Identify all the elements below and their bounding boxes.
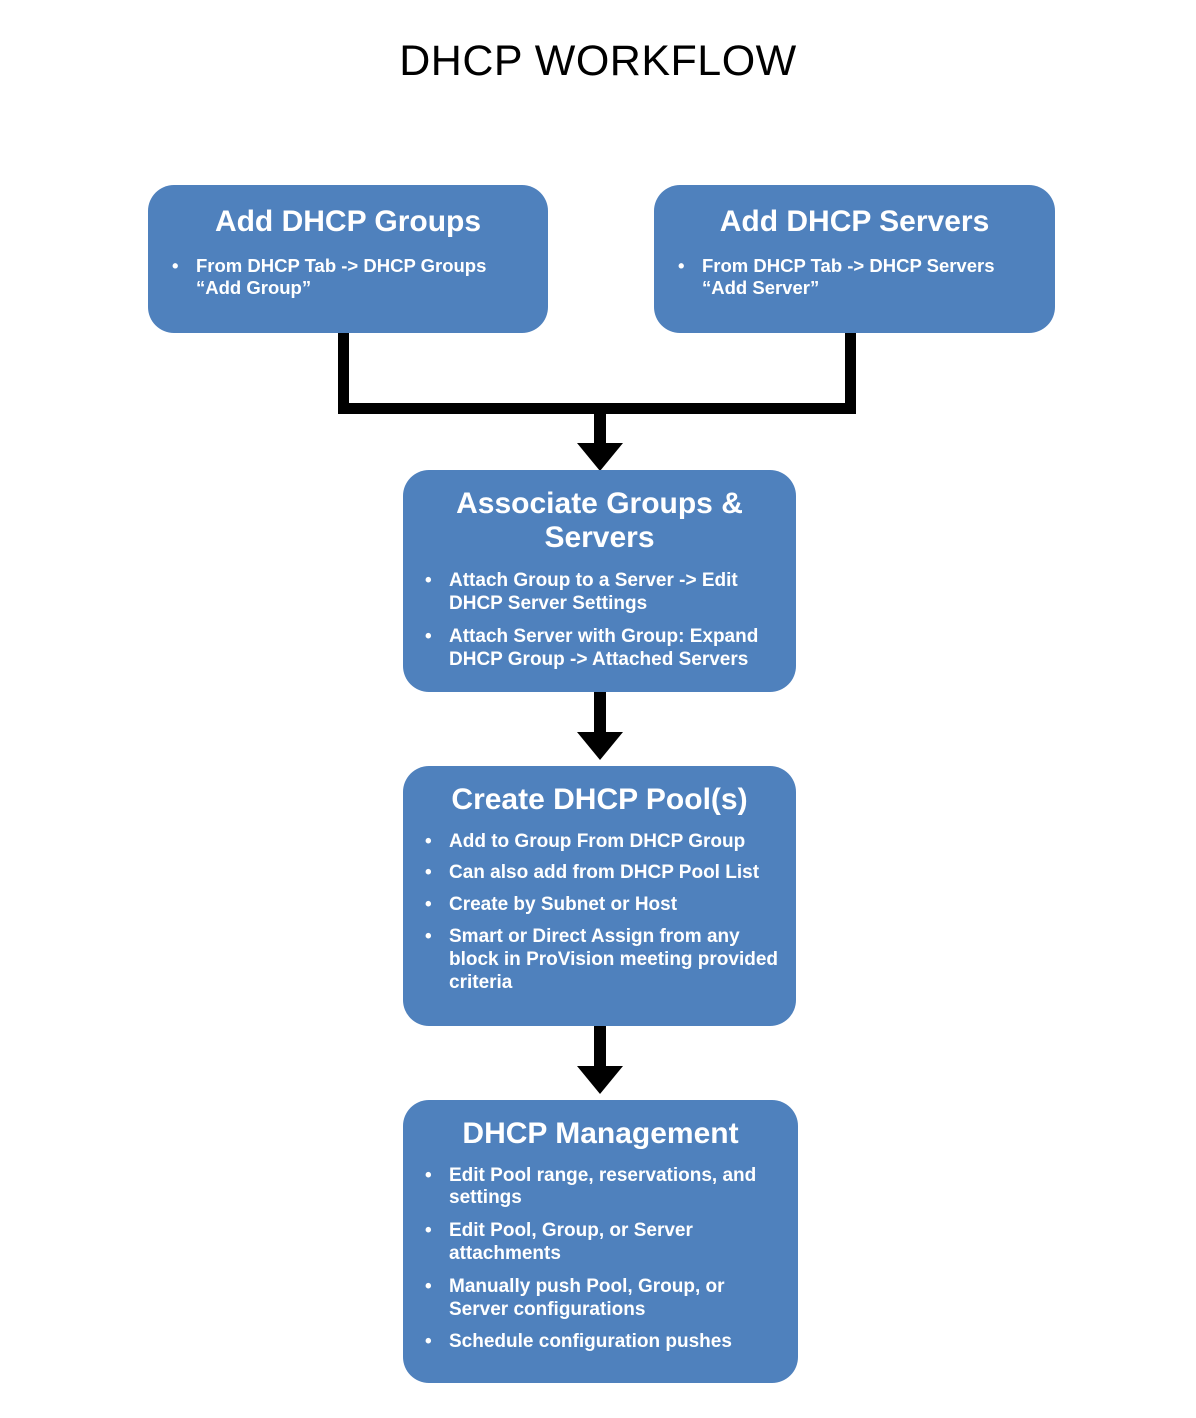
bullet-dot-icon: • xyxy=(678,254,685,276)
bullet-text: Create by Subnet or Host xyxy=(449,894,678,916)
connector-merge-right-stem xyxy=(845,333,856,413)
flow-box-title: Associate Groups & Servers xyxy=(456,487,743,554)
flow-box-title: Add DHCP Groups xyxy=(214,205,482,238)
bullet-dot-icon: • xyxy=(425,1164,432,1186)
flow-box-title: Create DHCP Pool(s) xyxy=(451,783,748,816)
bullet-item: • Manually push Pool, Group, or Server c… xyxy=(425,1276,784,1322)
flow-box-add-dhcp-servers[interactable]: Add DHCP Servers • From DHCP Tab -> DHCP… xyxy=(654,185,1055,333)
bullet-item: • From DHCP Tab -> DHCP Servers “Add Ser… xyxy=(678,255,1039,299)
bullet-text: Edit Pool, Group, or Server attachments xyxy=(449,1220,693,1264)
arrow-head-icon-associate-to-create-pools xyxy=(577,732,623,760)
bullet-item: • Schedule configuration pushes xyxy=(425,1331,784,1354)
bullet-item: • Edit Pool range, reservations, and set… xyxy=(425,1165,784,1211)
bullet-text: Edit Pool range, reservations, and setti… xyxy=(449,1164,757,1209)
bullet-item: • Attach Server with Group: Expand DHCP … xyxy=(425,626,782,672)
flow-box-title: Add DHCP Servers xyxy=(719,205,990,238)
bullet-item: • Smart or Direct Assign from any block … xyxy=(425,926,782,994)
bullet-item: • Attach Group to a Server -> Edit DHCP … xyxy=(425,570,782,616)
bullet-item: • Can also add from DHCP Pool List xyxy=(425,862,782,885)
connector-associate-to-create-pools xyxy=(594,692,606,734)
bullet-dot-icon: • xyxy=(172,254,179,276)
flow-box-bullet-list: • Add to Group From DHCP Group • Can als… xyxy=(403,831,796,995)
bullet-text: Schedule configuration pushes xyxy=(449,1331,732,1353)
flow-box-bullet-list: • From DHCP Tab -> DHCP Servers “Add Ser… xyxy=(654,255,1055,299)
flow-box-bullet-list: • Attach Group to a Server -> Edit DHCP … xyxy=(403,570,796,671)
bullet-item: • Create by Subnet or Host xyxy=(425,894,782,917)
bullet-text: From DHCP Tab -> DHCP Servers “Add Serve… xyxy=(702,254,995,298)
bullet-text: From DHCP Tab -> DHCP Groups “Add Group” xyxy=(196,254,487,298)
page-title: DHCP WORKFLOW xyxy=(399,37,797,85)
bullet-text: Can also add from DHCP Pool List xyxy=(449,862,760,884)
bullet-text: Smart or Direct Assign from any block in… xyxy=(449,925,779,993)
arrow-head-icon-create-pools-to-management xyxy=(577,1066,623,1094)
connector-merge-down-stem xyxy=(594,413,606,445)
connector-create-pools-to-management xyxy=(594,1026,606,1068)
flow-box-dhcp-management[interactable]: DHCP Management • Edit Pool range, reser… xyxy=(403,1100,798,1383)
bullet-dot-icon: • xyxy=(425,1220,432,1242)
flow-box-create-dhcp-pools[interactable]: Create DHCP Pool(s) • Add to Group From … xyxy=(403,766,796,1026)
bullet-dot-icon: • xyxy=(425,830,432,852)
bullet-text: Attach Server with Group: Expand DHCP Gr… xyxy=(449,625,759,670)
flow-box-title: DHCP Management xyxy=(462,1117,739,1150)
bullet-dot-icon: • xyxy=(425,625,432,647)
bullet-dot-icon: • xyxy=(425,925,432,947)
flow-box-associate-groups-servers[interactable]: Associate Groups & Servers • Attach Grou… xyxy=(403,470,796,692)
bullet-item: • From DHCP Tab -> DHCP Groups “Add Grou… xyxy=(172,255,532,299)
bullet-dot-icon: • xyxy=(425,894,432,916)
connector-merge-crossbar xyxy=(338,403,856,414)
connector-merge-left-stem xyxy=(338,333,349,413)
arrow-head-icon-merge xyxy=(577,443,623,471)
flow-box-add-dhcp-groups[interactable]: Add DHCP Groups • From DHCP Tab -> DHCP … xyxy=(148,185,548,333)
flow-box-bullet-list: • From DHCP Tab -> DHCP Groups “Add Grou… xyxy=(148,255,548,299)
bullet-dot-icon: • xyxy=(425,1275,432,1297)
bullet-item: • Add to Group From DHCP Group xyxy=(425,831,782,854)
bullet-text: Manually push Pool, Group, or Server con… xyxy=(449,1275,725,1320)
bullet-text: Attach Group to a Server -> Edit DHCP Se… xyxy=(449,570,738,614)
bullet-dot-icon: • xyxy=(425,570,432,592)
flow-box-bullet-list: • Edit Pool range, reservations, and set… xyxy=(403,1165,798,1355)
bullet-dot-icon: • xyxy=(425,862,432,884)
bullet-text: Add to Group From DHCP Group xyxy=(449,830,746,852)
bullet-item: • Edit Pool, Group, or Server attachment… xyxy=(425,1220,784,1266)
bullet-dot-icon: • xyxy=(425,1331,432,1353)
